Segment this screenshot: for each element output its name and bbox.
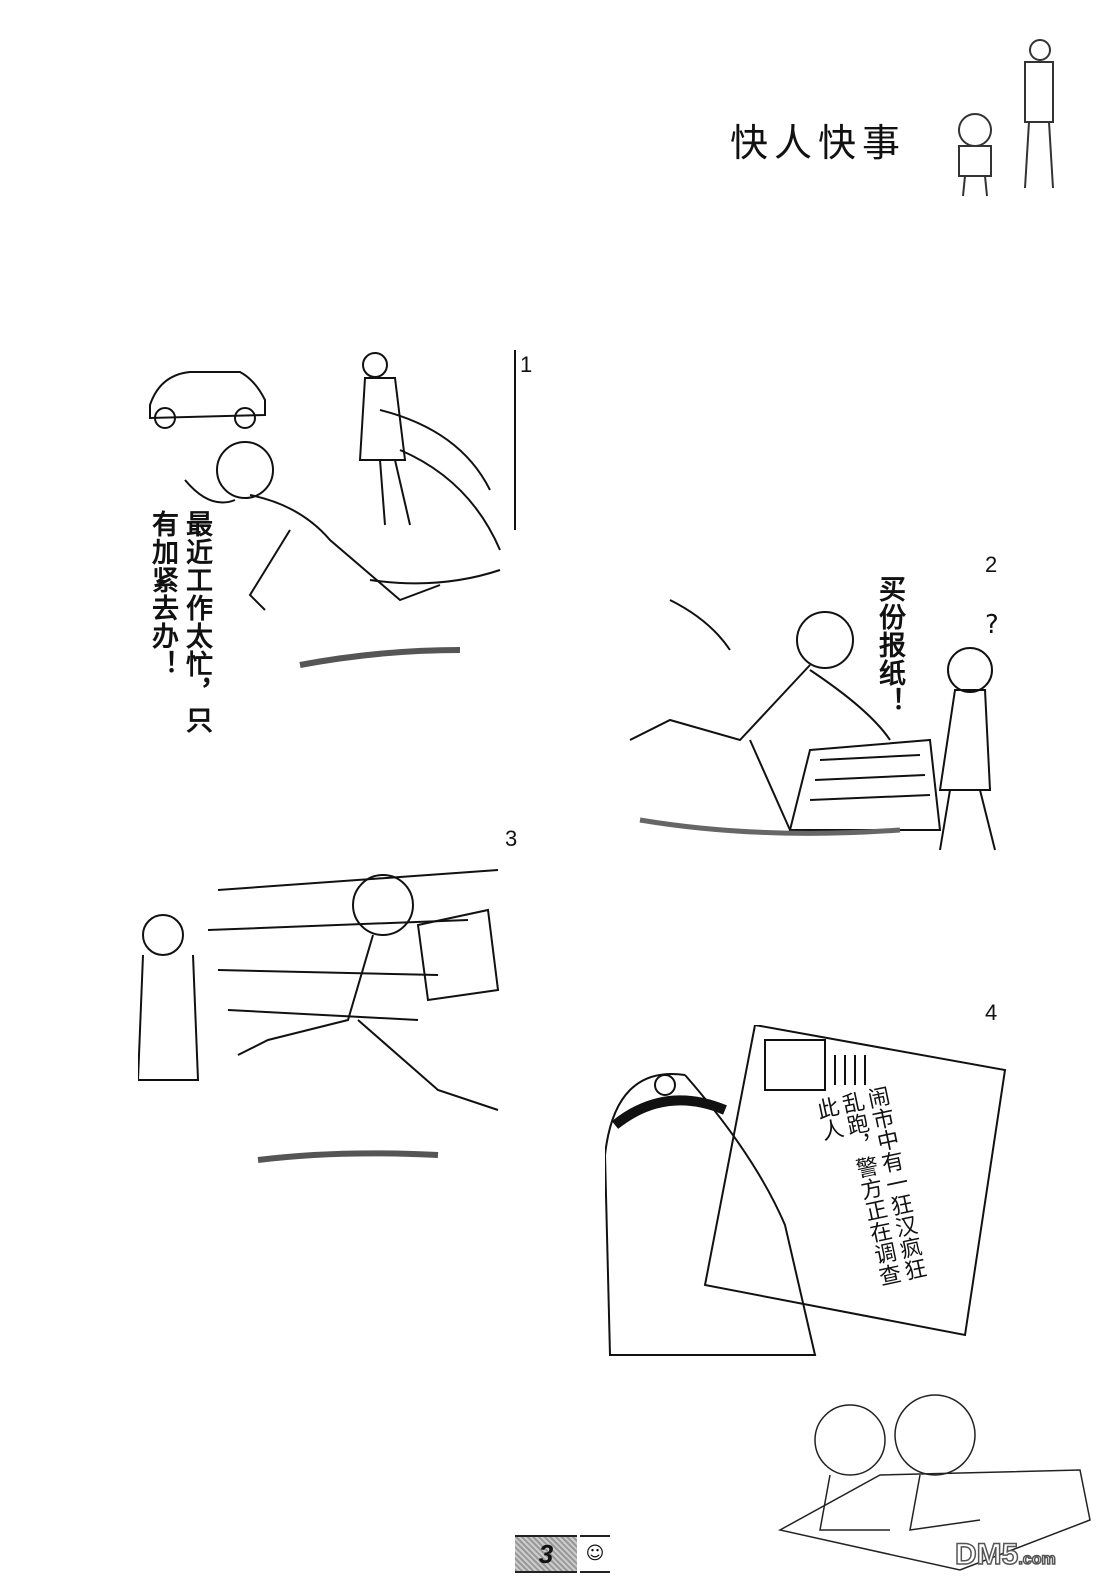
watermark: DM5.com — [954, 1537, 1057, 1572]
laptop-kids-illustration — [760, 1380, 1100, 1578]
comic-panel-4 — [605, 1025, 1015, 1385]
page-number-box: 3 — [515, 1535, 577, 1573]
panel-3-number: 3 — [505, 826, 518, 851]
panel-2-number: 2 — [985, 552, 998, 577]
character-thumbnail-icon: ☺ — [580, 1535, 610, 1573]
page-title: 快人快事 — [730, 121, 907, 165]
comic-panel-1 — [140, 330, 530, 690]
question-mark: ? — [985, 610, 999, 640]
panel-1-number: 1 — [520, 352, 533, 377]
panel-4-number: 4 — [985, 1000, 998, 1025]
comic-panel-3 — [138, 850, 538, 1170]
watermark-suffix: .com — [1018, 1550, 1057, 1569]
comic-panel-2 — [610, 590, 1020, 870]
panel-1-speech: 最近工作太忙，只有加紧去办！ — [147, 510, 212, 734]
panel-2-speech: 买份报纸！ — [874, 575, 905, 715]
watermark-brand: DM5 — [954, 1537, 1019, 1572]
page-number: 3 — [538, 1539, 554, 1569]
title-characters-illustration — [945, 20, 1065, 204]
